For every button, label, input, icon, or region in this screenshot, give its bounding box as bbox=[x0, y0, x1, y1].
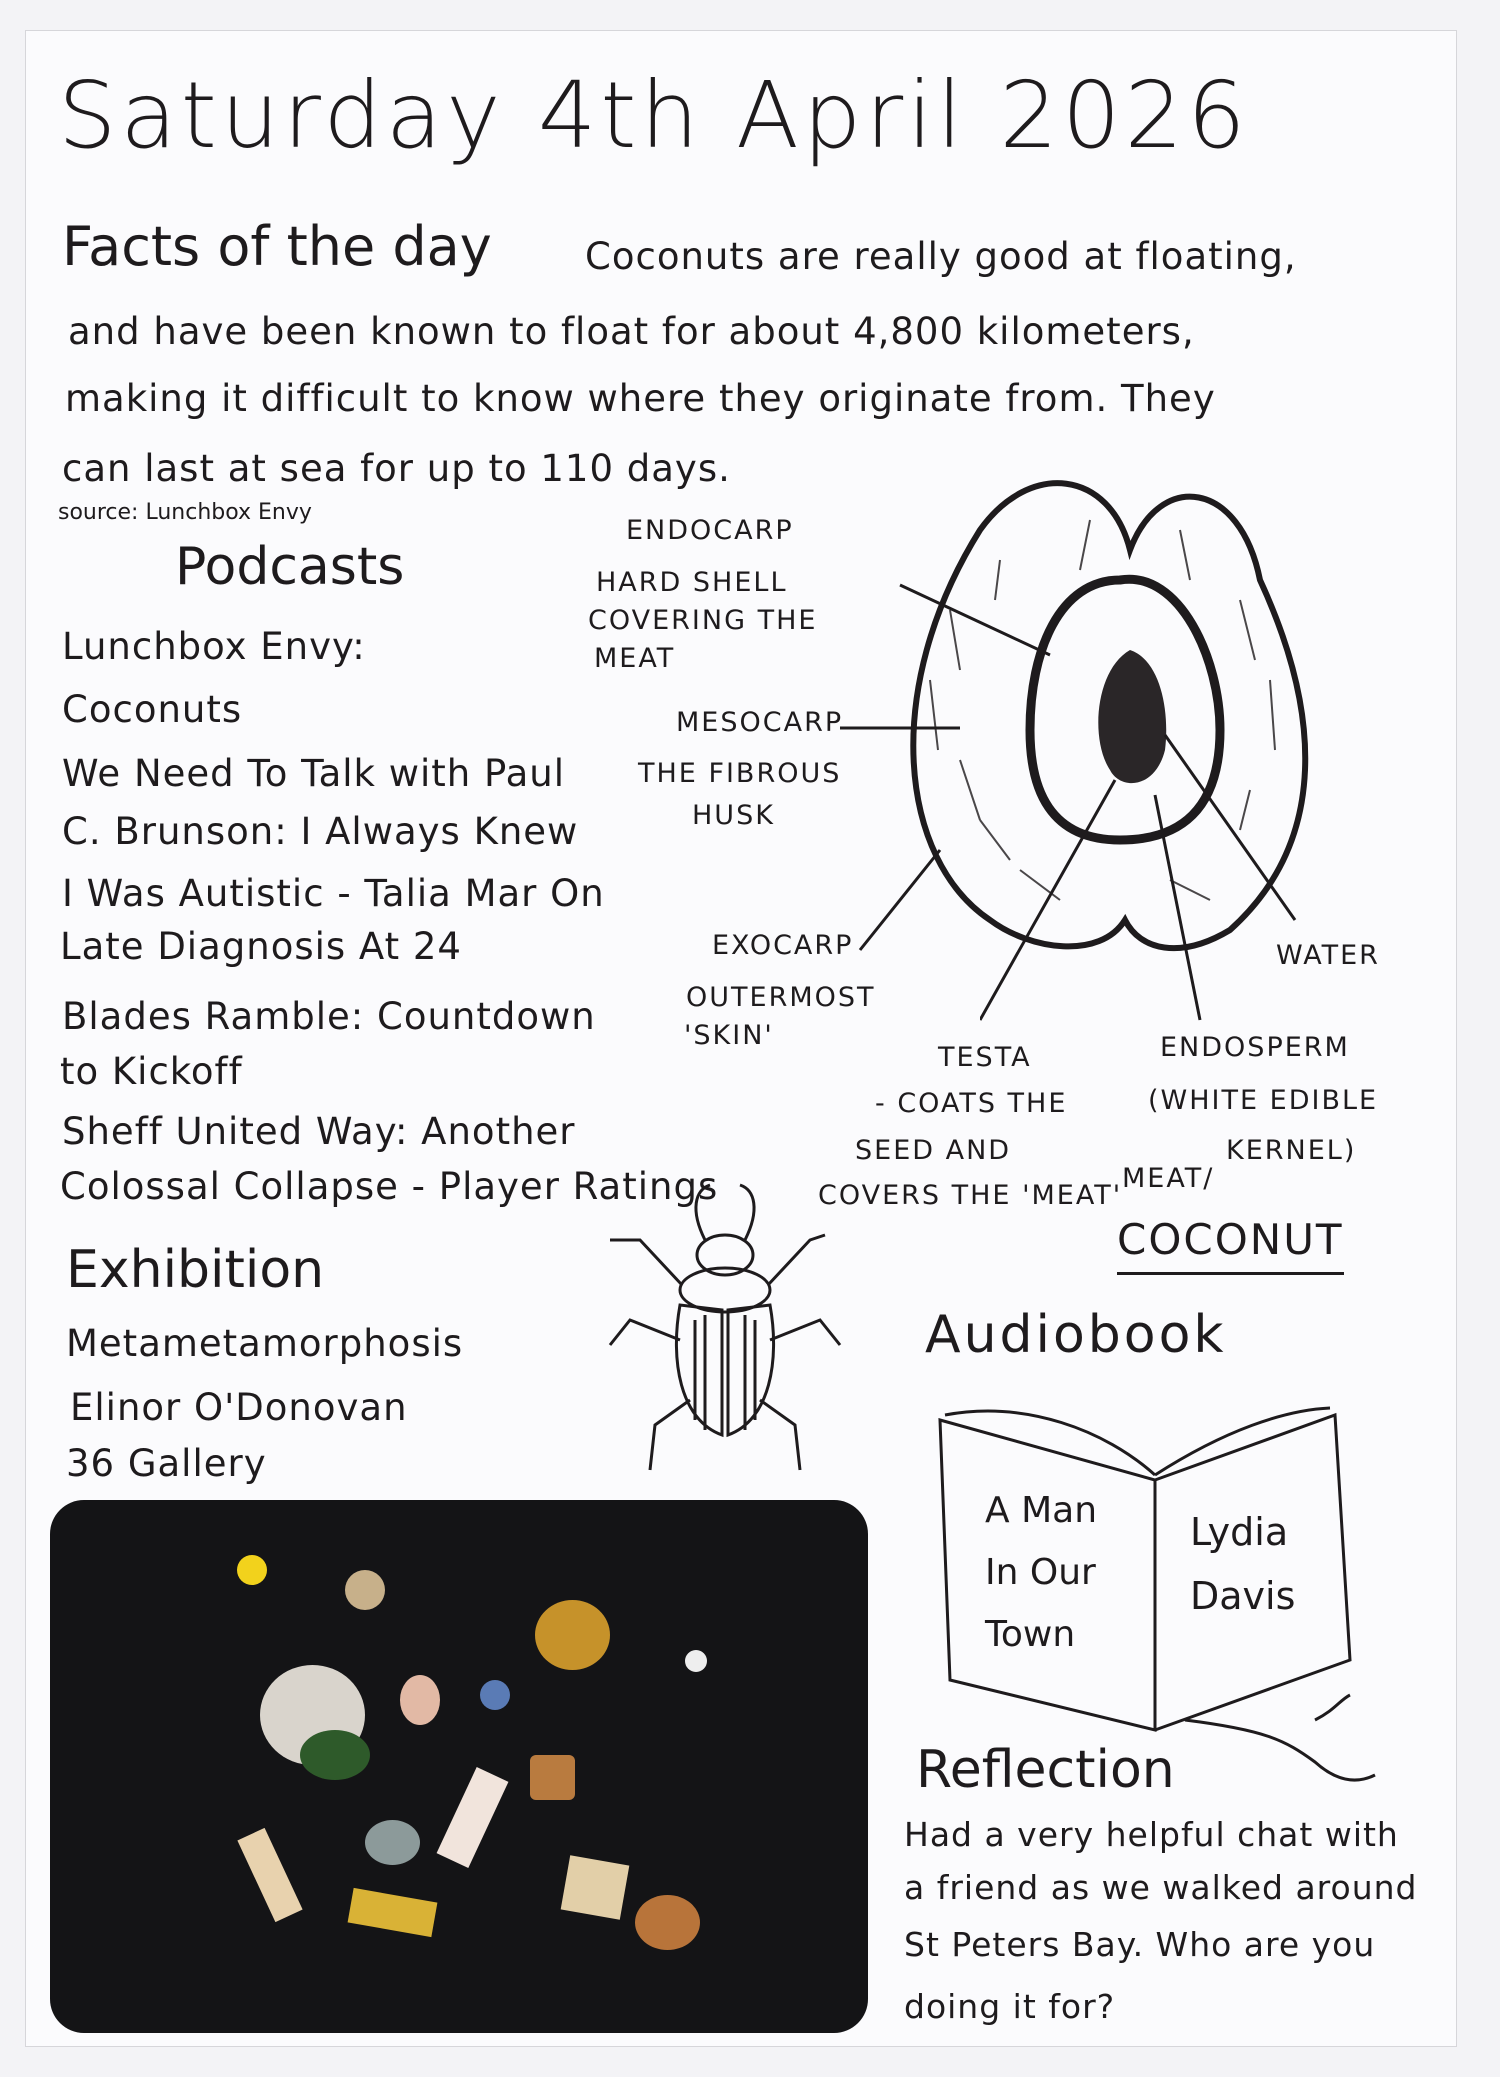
beetle-drawing bbox=[608, 1183, 842, 1471]
label-exocarp-desc: OUTERMOST bbox=[686, 982, 876, 1013]
label-exocarp-desc: 'SKIN' bbox=[684, 1020, 774, 1051]
page-title: Saturday 4th April 2026 bbox=[58, 62, 1250, 169]
exhibition-postcard-image bbox=[50, 1500, 868, 2033]
facts-source: source: Lunchbox Envy bbox=[58, 500, 312, 525]
podcast-line: Blades Ramble: Countdown bbox=[62, 995, 596, 1038]
coconut-leader-lines bbox=[980, 734, 1297, 1021]
reflection-line: a friend as we walked around bbox=[904, 1868, 1418, 1907]
podcast-line: We Need To Talk with Paul bbox=[62, 752, 566, 795]
book-author-line: Lydia bbox=[1190, 1510, 1289, 1554]
book-title-line: In Our bbox=[985, 1552, 1096, 1593]
facts-heading: Facts of the day bbox=[62, 215, 492, 278]
label-endocarp-desc: COVERING THE bbox=[588, 605, 818, 636]
book-title-line: A Man bbox=[985, 1490, 1098, 1531]
reflection-line: doing it for? bbox=[904, 1987, 1116, 2026]
book-title-line: Town bbox=[985, 1614, 1076, 1655]
exhibition-line: 36 Gallery bbox=[66, 1442, 267, 1485]
podcast-line: Sheff United Way: Another bbox=[62, 1110, 576, 1153]
exhibition-line: Elinor O'Donovan bbox=[70, 1386, 408, 1429]
coconut-title: COCONUT bbox=[1117, 1215, 1344, 1275]
label-testa-desc: COVERS THE 'MEAT' bbox=[818, 1180, 1123, 1211]
reflection-heading: Reflection bbox=[916, 1740, 1175, 1800]
coconut-drawing bbox=[840, 480, 1309, 952]
book-title: A Man In Our Town bbox=[985, 1480, 1135, 1666]
label-endosperm-desc: MEAT/ bbox=[1122, 1163, 1215, 1194]
label-mesocarp: MESOCARP bbox=[676, 707, 844, 738]
label-testa-desc: SEED AND bbox=[855, 1135, 1012, 1166]
label-endocarp-desc: MEAT bbox=[594, 643, 676, 674]
podcast-line: Coconuts bbox=[62, 688, 243, 731]
book-author-line: Davis bbox=[1190, 1574, 1296, 1618]
label-water: WATER bbox=[1276, 940, 1380, 971]
podcast-line: C. Brunson: I Always Knew bbox=[62, 810, 579, 853]
label-endosperm: ENDOSPERM bbox=[1160, 1032, 1350, 1063]
label-endosperm-desc: KERNEL) bbox=[1226, 1135, 1357, 1166]
facts-line: can last at sea for up to 110 days. bbox=[62, 447, 731, 490]
label-endosperm-desc: (WHITE EDIBLE bbox=[1148, 1085, 1379, 1116]
facts-line: and have been known to float for about 4… bbox=[68, 310, 1195, 353]
label-exocarp: EXOCARP bbox=[712, 930, 854, 961]
label-testa: TESTA bbox=[938, 1042, 1032, 1073]
podcast-line: Late Diagnosis At 24 bbox=[60, 925, 462, 968]
reflection-line: Had a very helpful chat with bbox=[904, 1815, 1399, 1854]
podcast-line: Colossal Collapse - Player Ratings bbox=[60, 1165, 719, 1208]
podcast-line: to Kickoff bbox=[60, 1050, 243, 1093]
facts-line: Coconuts are really good at floating, bbox=[585, 235, 1297, 278]
label-testa-desc: - COATS THE bbox=[875, 1088, 1068, 1119]
book-drawing bbox=[938, 1406, 1376, 1782]
label-mesocarp-desc: THE FIBROUS bbox=[638, 758, 842, 789]
podcasts-heading: Podcasts bbox=[175, 537, 405, 597]
exhibition-line: Metametamorphosis bbox=[66, 1322, 464, 1365]
audiobook-heading: Audiobook bbox=[925, 1305, 1227, 1365]
reflection-line: St Peters Bay. Who are you bbox=[904, 1925, 1376, 1964]
label-endocarp: ENDOCARP bbox=[626, 515, 794, 546]
facts-line: making it difficult to know where they o… bbox=[65, 377, 1216, 420]
book-author: Lydia Davis bbox=[1190, 1500, 1340, 1628]
exhibition-heading: Exhibition bbox=[66, 1240, 325, 1300]
podcast-line: I Was Autistic - Talia Mar On bbox=[62, 872, 605, 915]
podcast-line: Lunchbox Envy: bbox=[62, 625, 366, 668]
label-endocarp-desc: HARD SHELL bbox=[596, 567, 788, 598]
label-mesocarp-desc: HUSK bbox=[692, 800, 775, 831]
